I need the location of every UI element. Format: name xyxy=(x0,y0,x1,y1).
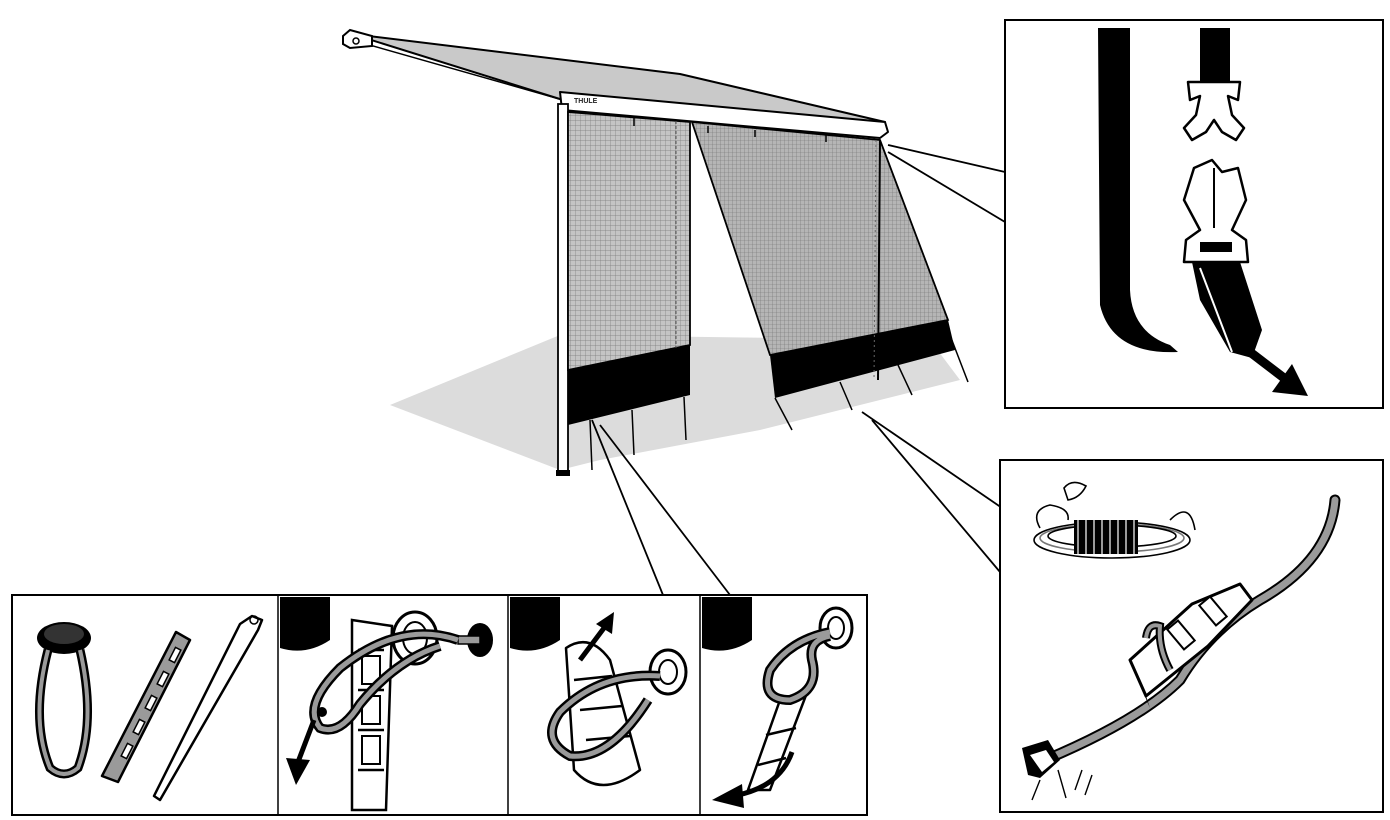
arrow-icon xyxy=(712,751,795,808)
rubber-loop-icon xyxy=(35,622,92,779)
step-1-panel xyxy=(280,597,493,812)
tensioner-icon xyxy=(1128,582,1254,708)
peg-icon xyxy=(1022,740,1093,801)
side-panel-left xyxy=(567,111,691,372)
buckle-icon xyxy=(1182,80,1250,264)
step-3-panel xyxy=(702,597,854,808)
strap-tab-icon xyxy=(100,630,192,784)
arrow-icon xyxy=(1247,348,1308,396)
front-panel-skirt xyxy=(770,320,955,398)
front-panel xyxy=(690,120,950,357)
step-2-panel xyxy=(510,597,688,787)
wall-bracket-icon xyxy=(342,28,373,50)
strap-icon xyxy=(1098,28,1178,353)
arrow-icon xyxy=(578,612,614,662)
awning-illustration: THULE xyxy=(342,28,969,476)
callout-lines xyxy=(591,144,1006,596)
support-leg xyxy=(557,103,569,475)
brand-label: THULE xyxy=(574,98,598,105)
side-panel-left-skirt xyxy=(568,345,690,425)
peg-icon xyxy=(152,614,264,802)
cord-coil-icon xyxy=(1033,481,1196,559)
detail-box-buckle xyxy=(1004,19,1384,409)
arrow-icon xyxy=(286,719,317,785)
detail-box-steps xyxy=(11,594,868,816)
detail-box-tensioner xyxy=(999,459,1384,813)
